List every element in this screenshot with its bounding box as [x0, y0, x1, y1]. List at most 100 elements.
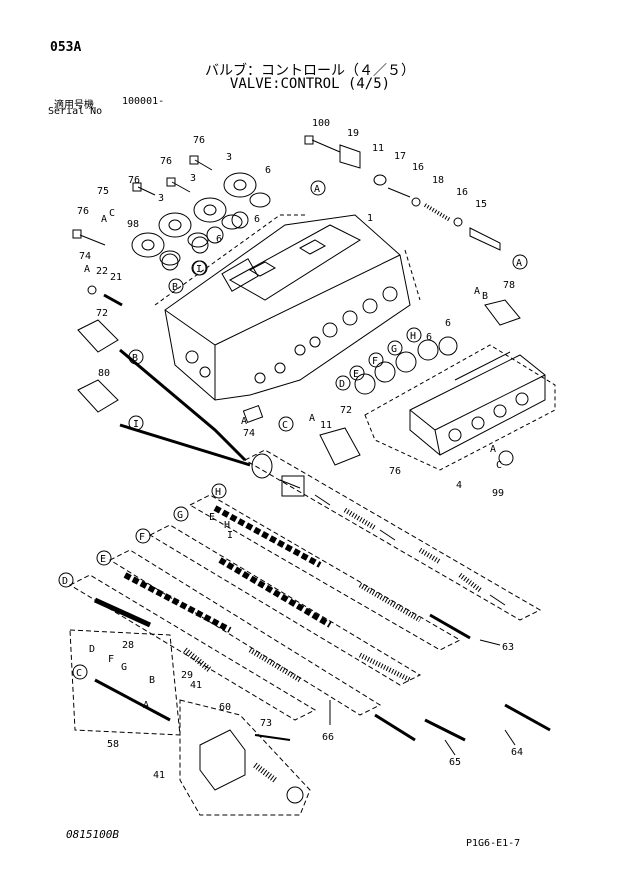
callout-6: 6 [445, 318, 451, 329]
marker-g: G [391, 344, 397, 355]
callout-6: 6 [426, 332, 432, 343]
callout-29: 29 [181, 670, 193, 681]
callout-15: 15 [475, 199, 487, 210]
valve-section-4 [409, 351, 546, 456]
callout-98: 98 [127, 219, 139, 230]
page-title-english: VALVE:CONTROL (4/5) [229, 76, 391, 92]
callout-74: 74 [79, 251, 91, 262]
marker-b: B [172, 282, 178, 293]
callout-66: 66 [322, 732, 334, 743]
letter-b: B [482, 291, 488, 302]
letter-a: A [474, 286, 480, 297]
marker-e: E [100, 554, 106, 565]
callout-76: 76 [77, 206, 89, 217]
callout-75: 75 [97, 186, 109, 197]
callout-76: 76 [389, 466, 401, 477]
callout-11: 11 [372, 143, 384, 154]
marker-b: B [132, 353, 138, 364]
letter-e: E [209, 512, 215, 523]
marker-f: F [372, 356, 378, 367]
callout-63: 63 [502, 642, 514, 653]
letter-d: D [89, 644, 95, 655]
page-code: 053A [50, 40, 82, 55]
letter-a: A [490, 444, 496, 455]
callout-17: 17 [394, 151, 406, 162]
callout-3: 3 [158, 193, 164, 204]
callout-labels: 100 19 11 17 16 18 16 15 76 76 76 76 3 3… [77, 118, 523, 781]
callout-78: 78 [503, 280, 515, 291]
callout-76: 76 [128, 175, 140, 186]
callout-16: 16 [456, 187, 468, 198]
callout-80: 80 [98, 368, 110, 379]
letter-a: A [241, 416, 247, 427]
marker-a: A [314, 184, 320, 195]
circled-markers: A A B B I I C D E F G H H G F E D C [58, 180, 528, 680]
letter-c: C [496, 460, 502, 471]
callout-11: 11 [320, 420, 332, 431]
letter-a: A [101, 214, 107, 225]
callout-72: 72 [96, 308, 108, 319]
serial-label-japanese: 適用号機 [54, 100, 94, 111]
callout-73: 73 [260, 718, 272, 729]
callout-72: 72 [340, 405, 352, 416]
valve-body [164, 214, 411, 401]
marker-c: C [76, 668, 82, 679]
callout-18: 18 [432, 175, 444, 186]
callout-100: 100 [312, 118, 330, 129]
marker-g: G [177, 510, 183, 521]
callout-60: 60 [219, 702, 231, 713]
marker-i: I [196, 264, 202, 275]
callout-6: 6 [265, 165, 271, 176]
callout-65: 65 [449, 757, 461, 768]
callout-58: 58 [107, 739, 119, 750]
page-reference: P1G6-E1-7 [466, 838, 521, 849]
marker-h: H [410, 331, 416, 342]
letter-f: F [108, 654, 114, 665]
marker-f: F [139, 532, 145, 543]
marker-d: D [62, 576, 68, 587]
callout-16: 16 [412, 162, 424, 173]
serial-value: 100001- [122, 96, 165, 107]
spool-group-H [243, 449, 542, 621]
letter-a: A [143, 700, 149, 711]
serial-label-english: Serial No [48, 106, 103, 117]
letter-i: I [227, 530, 233, 541]
letter-h: H [224, 520, 230, 531]
callout-1: 1 [367, 213, 373, 224]
callout-76: 76 [160, 156, 172, 167]
callout-3: 3 [226, 152, 232, 163]
callout-64: 64 [511, 747, 523, 758]
letter-a: A [309, 413, 315, 424]
marker-i: I [133, 419, 139, 430]
letter-b: B [149, 675, 155, 686]
top-right-parts [304, 135, 501, 251]
marker-e: E [353, 369, 359, 380]
page-title-japanese: バルブ：コントロール（４／５） [205, 63, 415, 79]
o-rings-6 [159, 192, 458, 395]
callout-41: 41 [190, 680, 202, 691]
marker-d: D [339, 379, 345, 390]
callout-6: 6 [216, 234, 222, 245]
callout-28: 28 [122, 640, 134, 651]
valve-60 [179, 647, 311, 816]
callout-41: 41 [153, 770, 165, 781]
marker-c: C [282, 420, 288, 431]
bolts-76 [72, 155, 213, 246]
relief-valves-left [77, 285, 521, 466]
doc-number: 0815100B [66, 828, 119, 841]
callout-3: 3 [190, 173, 196, 184]
callout-99: 99 [492, 488, 504, 499]
callout-4: 4 [456, 480, 462, 491]
letter-a: A [84, 264, 90, 275]
letter-g: G [121, 662, 127, 673]
letter-c: C [109, 208, 115, 219]
callout-22: 22 [96, 266, 108, 277]
callout-21: 21 [110, 272, 122, 283]
callout-74: 74 [243, 428, 255, 439]
callout-19: 19 [347, 128, 359, 139]
callout-76: 76 [193, 135, 205, 146]
marker-a: A [516, 258, 522, 269]
marker-h: H [215, 487, 221, 498]
callout-6: 6 [254, 214, 260, 225]
